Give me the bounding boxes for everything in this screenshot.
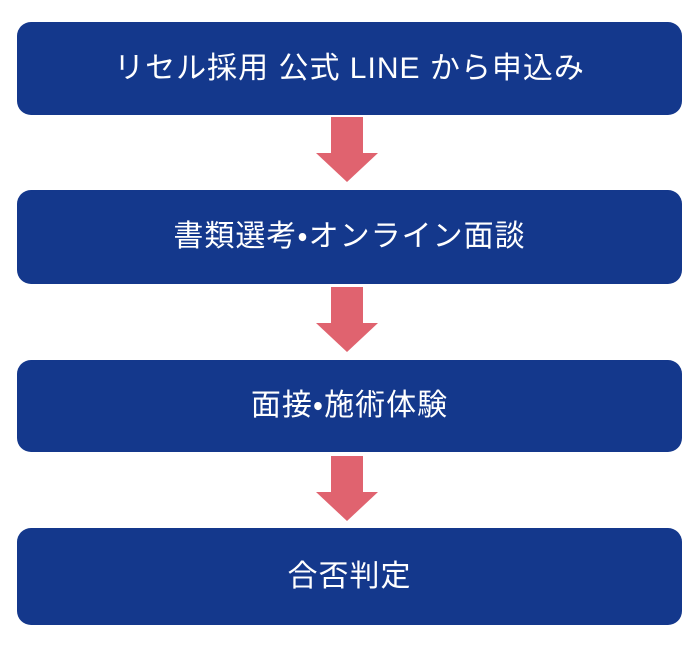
down-arrow-icon	[316, 287, 378, 352]
down-arrow-shaft	[331, 287, 363, 323]
flow-step-result: 合否判定	[17, 528, 682, 625]
down-arrow-icon	[316, 456, 378, 521]
down-arrow-shaft	[331, 117, 363, 153]
down-arrow-icon	[316, 117, 378, 182]
down-arrow-head	[316, 323, 378, 352]
down-arrow-shaft	[331, 456, 363, 492]
flow-step-apply: リセル採用 公式 LINE から申込み	[17, 22, 682, 115]
down-arrow-head	[316, 153, 378, 182]
flow-step-screening-label: 書類選考・オンライン面談	[173, 220, 526, 254]
flow-step-screening: 書類選考・オンライン面談	[17, 190, 682, 284]
flow-step-interview-label: 面接・施術体験	[250, 389, 449, 423]
flow-step-interview: 面接・施術体験	[17, 360, 682, 452]
flow-step-apply-label: リセル採用 公式 LINE から申込み	[114, 51, 585, 85]
flow-step-result-label: 合否判定	[287, 559, 412, 593]
down-arrow-head	[316, 492, 378, 521]
